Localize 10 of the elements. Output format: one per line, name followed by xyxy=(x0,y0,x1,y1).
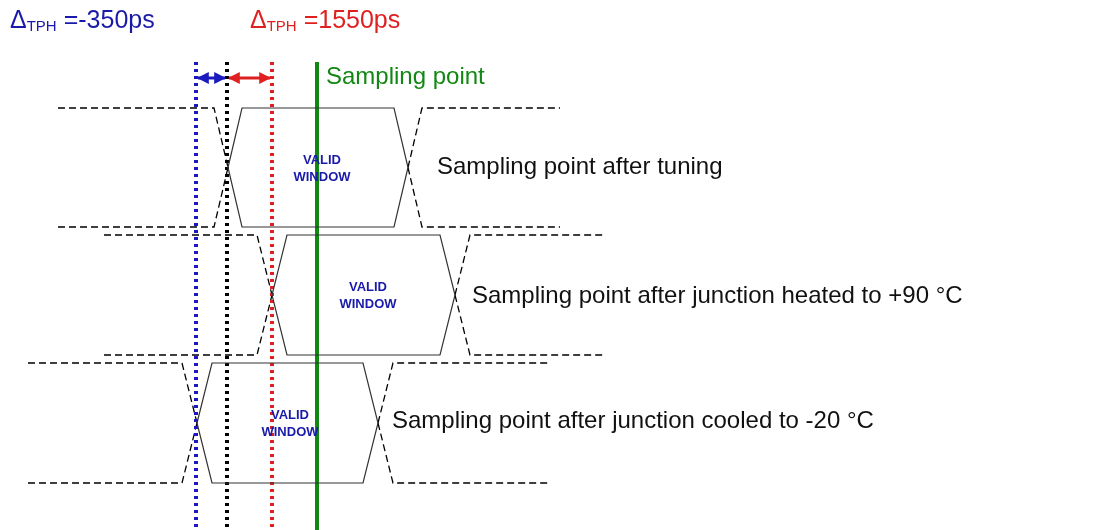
valid-window-hexagon xyxy=(272,235,455,355)
window-label: VALID WINDOW xyxy=(338,278,398,312)
sampling-point-label: Sampling point xyxy=(326,62,485,90)
condition-caption: Sampling point after junction heated to +90 °C xyxy=(472,281,963,309)
delay-value: Δ$_{TPH}$ =1550ps xyxy=(250,5,401,34)
condition-caption: Sampling point after tuning xyxy=(437,152,723,180)
delay-value: Δ$_{TPH}$ =-350ps xyxy=(10,5,155,34)
valid-window-hexagon xyxy=(228,108,408,227)
valid-window-hexagon xyxy=(197,363,378,483)
condition-caption: Sampling point after junction cooled to -20 °C xyxy=(392,406,874,434)
